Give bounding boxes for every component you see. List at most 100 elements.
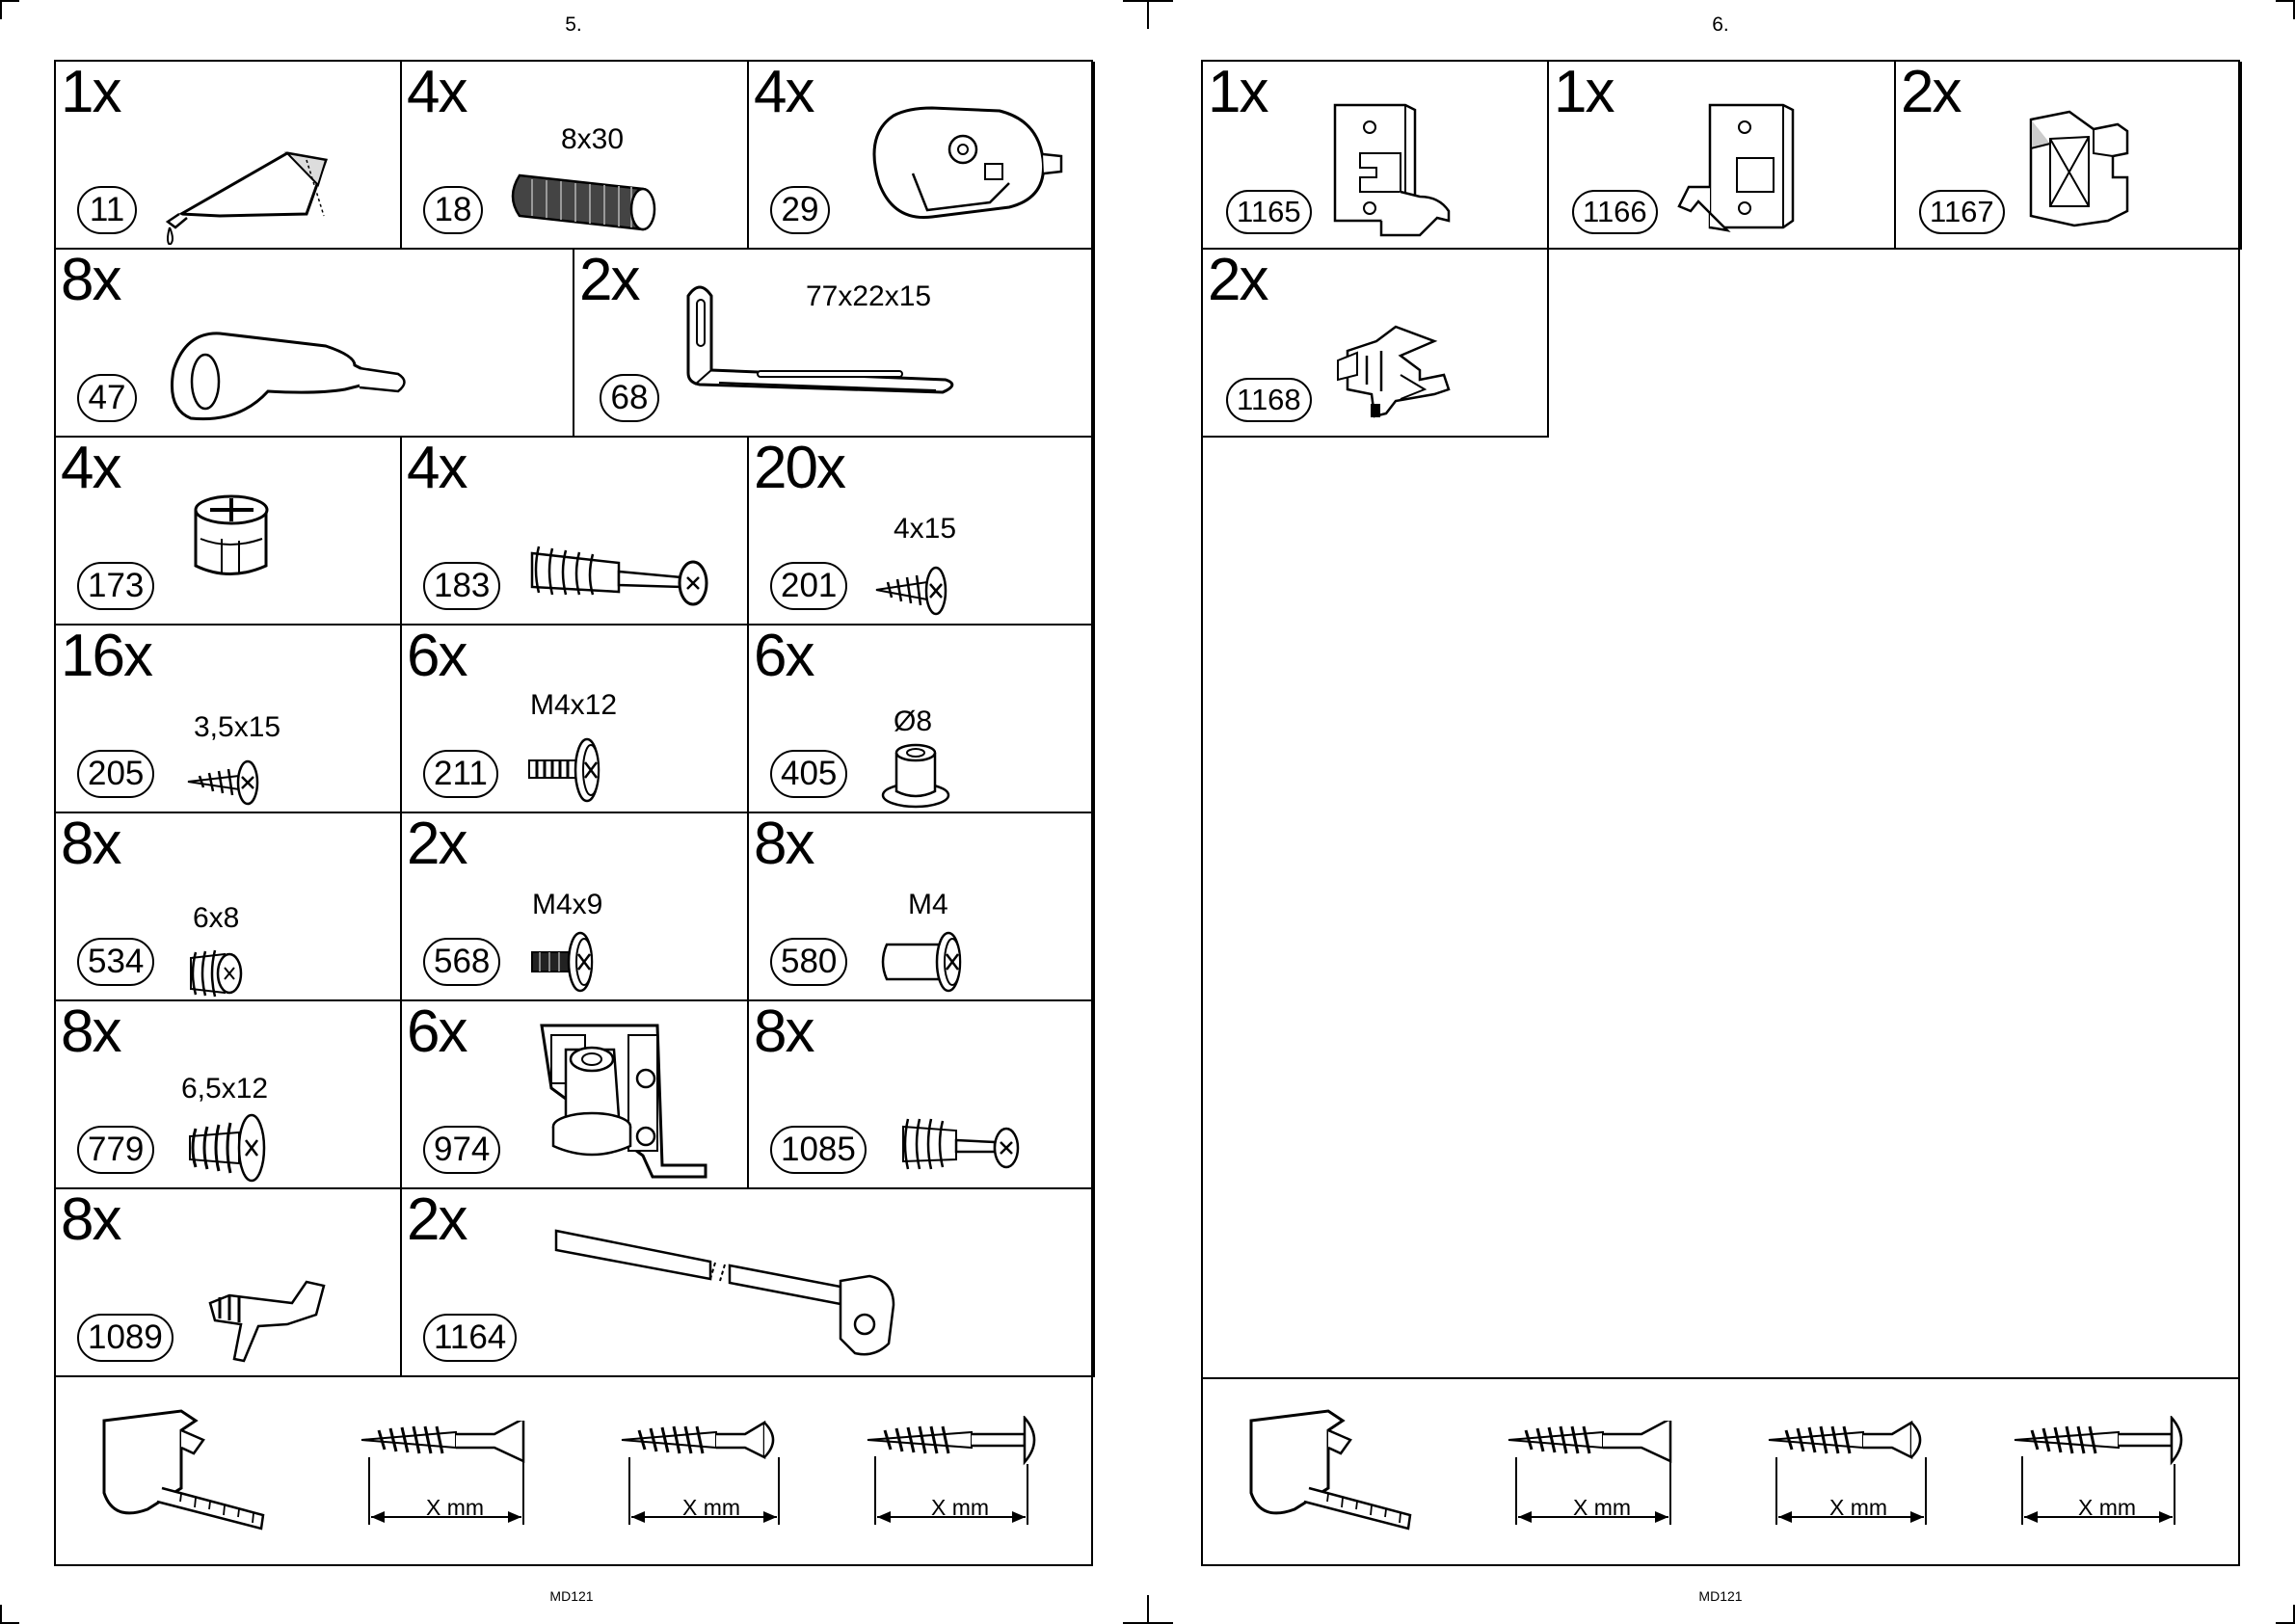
part-code: 1168 [1226,378,1312,422]
document-code: MD121 [1663,1588,1778,1604]
x-mm-label: X mm [1554,1495,1650,1521]
part-code: 1089 [77,1314,173,1362]
part-code: 568 [423,938,500,986]
page-number: 5. [535,13,612,37]
part-code: 205 [77,750,154,798]
connector-bolt-icon [898,1107,1033,1185]
part-quantity: 2x [407,1190,466,1250]
part-code: 1165 [1226,190,1312,234]
part-cell: 1x 1165 [1203,62,1549,250]
part-dimension: M4 [908,891,948,919]
part-cell: 2x M4x9 568 [402,813,749,1001]
part-dimension: 3,5x15 [194,713,280,742]
part-cell: 6x Ø8 405 [749,626,1095,813]
corner-clip-icon [2021,110,2147,245]
x-mm-label: X mm [1810,1495,1907,1521]
cam-lock-icon [181,481,287,597]
part-code: 534 [77,938,154,986]
part-quantity: 8x [61,251,120,310]
part-code: 211 [423,750,498,798]
shelf-pin-icon [200,1276,335,1372]
part-code: 580 [770,938,847,986]
part-cell: 2x 1167 [1896,62,2242,250]
part-dimension: Ø8 [894,707,932,736]
part-cell: 16x 3,5x15 205 [56,626,402,813]
part-code: 1164 [423,1314,517,1362]
part-cell: 8x 6,5x12 779 [56,1001,402,1189]
part-code: 1167 [1919,190,2005,234]
part-quantity: 6x [407,1002,466,1062]
part-dimension: 4x15 [894,515,956,544]
hinge-icon [532,1021,715,1189]
part-cell: 4x 173 [56,438,402,626]
part-quantity: 2x [1901,63,1960,122]
part-quantity: 4x [407,439,466,498]
insert-nut-icon [186,946,254,999]
part-cell: 1x 11 [56,62,402,250]
part-dimension: 6,5x12 [181,1075,268,1104]
part-cell: 6x 974 [402,1001,749,1189]
part-code: 11 [77,186,137,234]
part-quantity: 8x [754,1002,813,1062]
part-quantity: 6x [754,626,813,686]
eccentric-connector-icon [855,96,1086,241]
part-quantity: 1x [61,63,120,122]
screw-guide: X mm X mm X mm [1203,1377,2238,1566]
part-code: 183 [423,562,500,610]
part-cell: 2x 1168 [1203,250,1549,438]
part-cell: 8x 1085 [749,1001,1095,1189]
part-cell: 2x 1164 [402,1189,1095,1377]
x-mm-label: X mm [912,1495,1008,1521]
part-dimension: M4x12 [530,691,617,720]
part-code: 18 [423,186,483,234]
measuring-tape-icon [1237,1401,1439,1541]
part-quantity: 4x [754,63,813,122]
part-code: 405 [770,750,847,798]
part-quantity: 6x [407,626,466,686]
part-quantity: 2x [579,251,638,310]
part-code: 1166 [1572,190,1658,234]
measuring-tape-icon [90,1401,292,1541]
connector-bolt-icon [527,539,720,621]
x-mm-label: X mm [663,1495,760,1521]
cap-bushing-icon [879,741,956,813]
part-code: 201 [770,562,847,610]
part-quantity: 4x [407,63,466,122]
screw-guide: X mm X mm X mm [56,1377,1091,1564]
part-quantity: 2x [407,814,466,874]
part-cell: 4x 8x30 18 [402,62,749,250]
part-code: 68 [600,374,659,422]
part-quantity: 8x [61,1190,120,1250]
hanging-hook-icon [1669,100,1824,245]
angle-bracket-icon [680,279,970,413]
machine-screw-icon [527,733,614,811]
x-mm-label: X mm [407,1495,503,1521]
wooden-dowel-icon [508,168,672,245]
part-code: 173 [77,562,154,610]
part-cell: 1x 1166 [1549,62,1896,250]
part-cell: 8x M4 580 [749,813,1095,1001]
part-quantity: 2x [1208,251,1267,310]
parts-list-page-6: 1x 1165 1x 1166 2x 1167 [1201,60,2240,1566]
parts-list-page-5: 1x 11 4x 8x30 18 4x 29 [54,60,1093,1566]
document-code: MD121 [514,1588,629,1604]
part-code: 1085 [770,1126,867,1174]
part-quantity: 16x [61,626,151,686]
glue-tube-icon [162,100,374,245]
part-quantity: 8x [61,1002,120,1062]
part-cell: 8x 47 [56,250,574,438]
part-quantity: 4x [61,439,120,498]
machine-screw-icon [530,927,617,999]
hanging-plate-icon [1323,100,1468,245]
wood-screw-icon [874,561,971,619]
part-dimension: 6x8 [193,904,239,933]
part-cell: 8x 1089 [56,1189,402,1377]
part-quantity: 1x [1208,63,1267,122]
part-quantity: 8x [61,814,120,874]
tip-over-strap-icon [551,1223,956,1368]
snap-clip-icon [1328,322,1473,433]
part-dimension: M4x9 [532,891,602,919]
part-code: 974 [423,1126,500,1174]
wood-screw-icon [186,753,282,811]
part-code: 47 [77,374,137,422]
